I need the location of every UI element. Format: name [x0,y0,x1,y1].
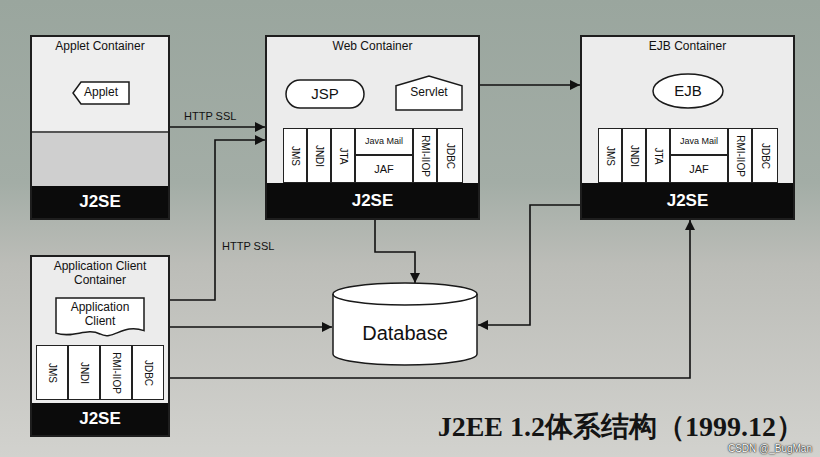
servlet-shape: Servlet [395,75,463,111]
connector-arrow [170,140,265,300]
api-cell: JDBC [437,128,463,183]
applet-shape: Applet [72,81,130,105]
node-label: JDBC [445,142,455,168]
node-label: JSP [311,85,339,102]
connector-arrow [170,126,265,128]
container-title: EJB Container [582,37,793,54]
node-label: JMS [290,146,300,166]
connector-arrow [375,220,415,283]
container-box: Application Client ContainerApplication … [30,255,170,437]
container-box: Applet ContainerAppletJ2SE [30,35,170,220]
outline-path [73,82,129,104]
node-label: RMI-IIOP [735,135,745,177]
container-title: Application Client Container [32,257,168,288]
node-label: J2SE [79,409,121,429]
outline-path [653,74,723,108]
api-cell: JNDI [622,128,646,183]
cylinder-rim [333,294,477,305]
outline-path [56,298,144,336]
node-label: Java Mail [365,137,403,146]
node-label: JAF [689,164,709,175]
container-box: EJB ContainerEJB JMS JNDI JTA Java MailJAF RM… [580,35,795,220]
node-label: JNDI [314,144,324,166]
database-cylinder: Database [332,283,478,365]
api-cell: JDBC [132,345,164,400]
node-label: JDBC [143,359,153,385]
node-label: JDBC [760,142,770,168]
api-cell: JMS [36,345,68,400]
api-cell: Java Mail [670,128,728,155]
container-title: Web Container [267,37,478,54]
node-label: JNDI [629,144,639,166]
api-cell: JDBC [752,128,778,183]
connector-arrow [170,220,690,378]
api-cell: JAF [670,155,728,183]
node-label: J2SE [352,191,394,211]
connector-arrow [170,326,332,328]
node-label: JTA [338,147,348,164]
api-cell: Java Mail [355,128,413,155]
node-label: RMI-IIOP [420,135,430,177]
node-label: JTA [653,147,663,164]
container-title: Applet Container [32,37,168,54]
ejb-ellipse: EJB [652,73,724,109]
api-cell: JTA [331,128,355,183]
outline-path [286,80,364,108]
connector-label: HTTP SSL [222,240,274,252]
api-cell: RMI-IIOP [728,128,752,183]
node-label: Servlet [410,86,447,100]
node-label: JAF [374,164,394,175]
node-label: Database [362,322,448,345]
document-shape: Application Client [55,297,145,339]
watermark: CSDN @_BugMan [728,443,812,454]
api-cell: JMS [598,128,622,183]
node-label: JMS [47,363,57,383]
connector-group [170,85,690,378]
api-cell: RMI-IIOP [413,128,437,183]
outline-path [333,283,477,365]
node-label: Applet [84,86,118,100]
api-cell: JTA [646,128,670,183]
connector-arrow [478,205,580,325]
connector-label: HTTP SSL [184,110,236,122]
api-cell: JMS [283,128,307,183]
diagram-title: J2EE 1.2体系结构（1999.12） [438,408,804,446]
j2se-band: J2SE [32,186,168,218]
j2se-band: J2SE [267,183,478,218]
api-cell: JNDI [307,128,331,183]
api-cell: JAF [355,155,413,183]
j2se-band: J2SE [582,183,793,218]
j2se-band: J2SE [32,403,168,435]
node-label: J2SE [667,191,709,211]
node-label: Java Mail [680,137,718,146]
container-box: Web ContainerJSP ServletJMS JNDI JTA Java Ma… [265,35,480,220]
node-label: EJB [674,82,702,99]
outline-path [396,76,462,110]
connector-arrow [480,84,580,86]
node-label: RMI-IIOP [111,352,121,394]
node-label: J2SE [79,192,121,212]
api-cell: RMI-IIOP [100,345,132,400]
jsp-pill: JSP [285,79,365,109]
api-cell: JNDI [68,345,100,400]
node-label: JNDI [79,361,89,383]
node-label: Application Client [61,301,139,329]
node-label: JMS [605,146,615,166]
